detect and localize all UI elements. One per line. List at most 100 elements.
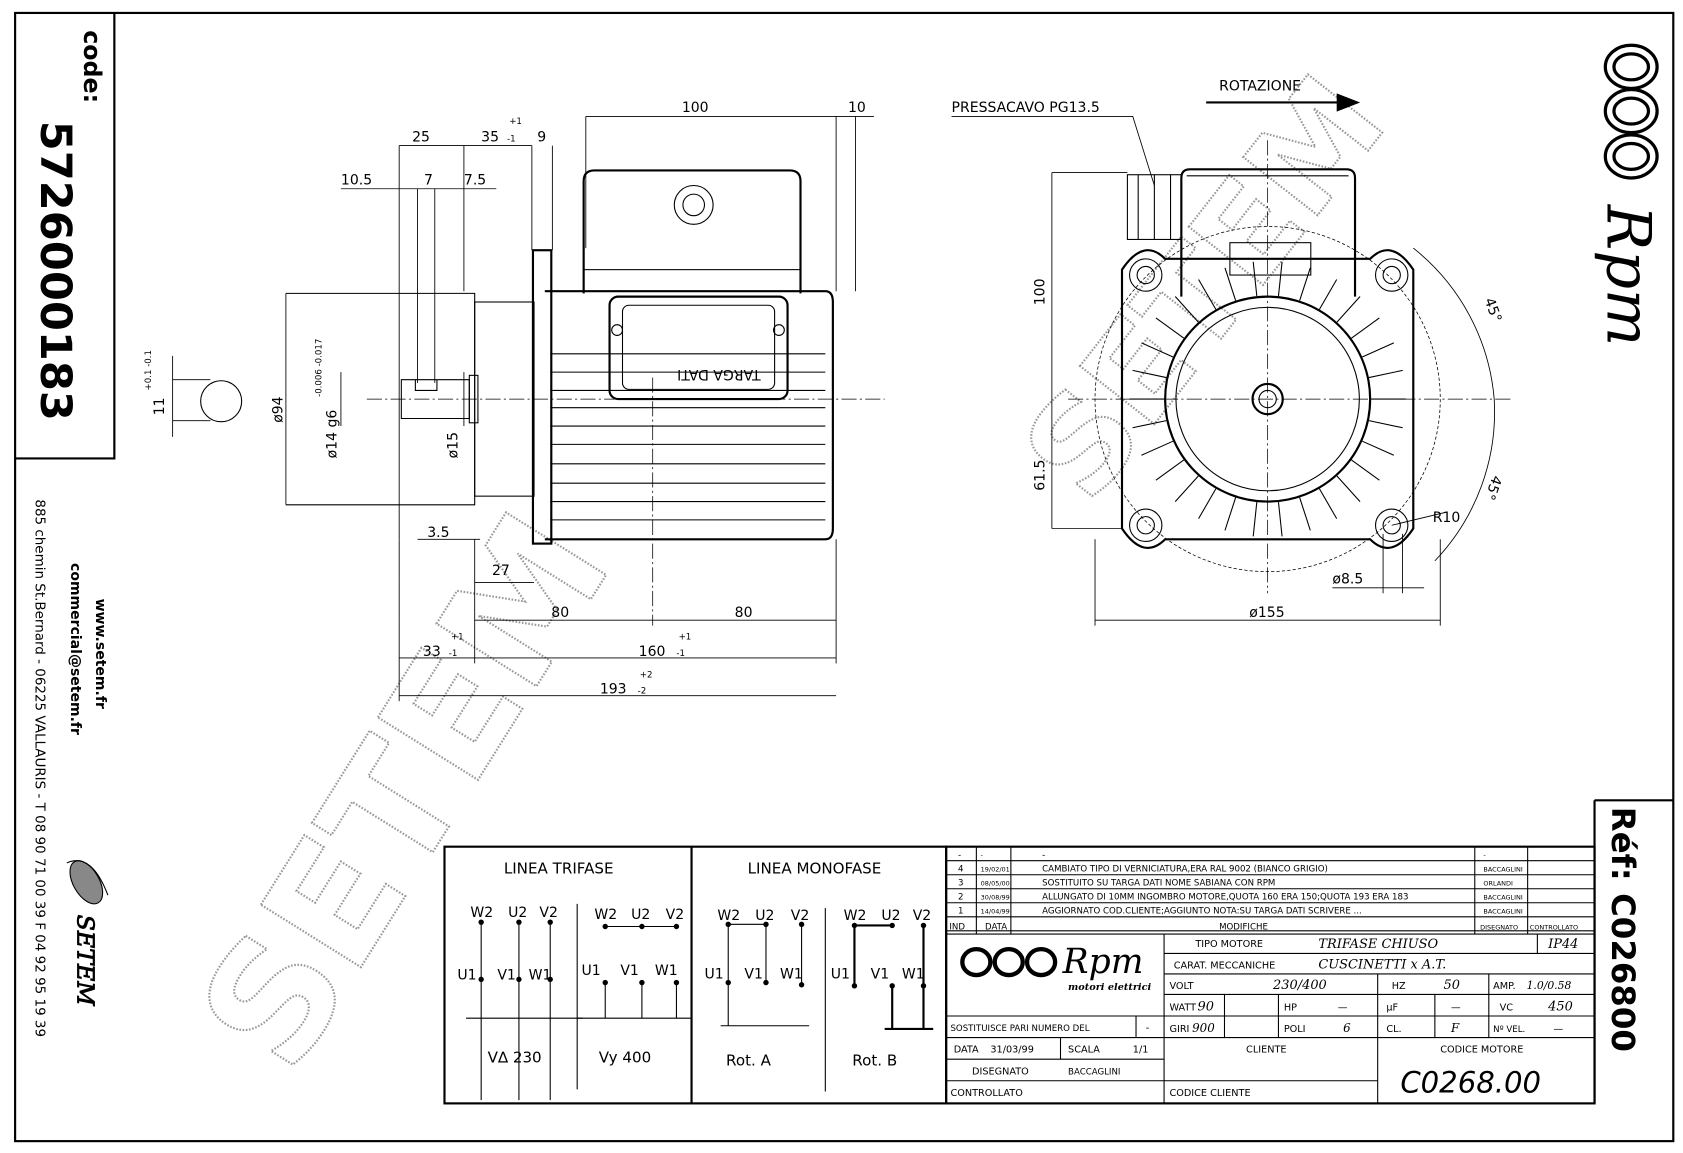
dim-dia155: ø155 (1249, 605, 1284, 621)
nameplate-label: TARGA DATI (677, 366, 761, 382)
hp-value: — (1338, 1003, 1348, 1014)
fin (1368, 420, 1403, 429)
watt-value: 90 (1198, 1000, 1214, 1015)
volt-value: 230/400 (1272, 978, 1327, 993)
trifase-title: LINEA TRIFASE (504, 860, 614, 878)
data-value: 31/03/99 (990, 1045, 1034, 1056)
dim-r10: R10 (1433, 510, 1461, 526)
fin (1351, 317, 1380, 339)
cable-gland-label: PRESSACAVO PG13.5 (952, 100, 1100, 116)
mounting-holes (1129, 258, 1409, 542)
dim-7: 7 (424, 172, 433, 188)
codice-motore-label: CODICE MOTORE (1440, 1045, 1523, 1056)
tipo-motore-label: TIPO MOTORE (1194, 939, 1263, 950)
fin (1277, 501, 1283, 537)
dim-10-5: 10.5 (341, 172, 372, 188)
dim-3-5: 3.5 (427, 525, 449, 541)
fin (1362, 440, 1395, 456)
monofase-title: LINEA MONOFASE (748, 860, 882, 878)
dim-193-tol-plus: +2 (640, 670, 653, 680)
fin (1277, 261, 1283, 297)
dim-height-100: 100 (1032, 278, 1048, 305)
cl-label: CL. (1386, 1024, 1401, 1035)
fin (1198, 279, 1217, 310)
fin (1368, 369, 1403, 379)
dim-dia15: ø15 (445, 432, 461, 458)
fin (1224, 267, 1237, 301)
terminal-bottom-label: V1 (497, 967, 516, 983)
codice-cliente-label: CODICE CLIENTE (1169, 1088, 1250, 1099)
rotation-arrow-icon (1206, 93, 1361, 112)
rev-by: ORLANDI (1483, 880, 1513, 888)
code-value: 5726000183 (30, 121, 80, 421)
rotation-label: ROTAZIONE (1219, 79, 1301, 95)
rpm-logo-text: Rpm (1592, 204, 1662, 346)
dim-key-11-tol: +0.1 -0.1 (144, 350, 154, 390)
dim-35-tol-plus: +1 (509, 117, 522, 127)
star-voltage-label: Vy 400 (599, 1048, 651, 1066)
terminal-bottom-label: V1 (744, 966, 763, 982)
cl-value: F (1450, 1021, 1460, 1035)
rev-ind: - (958, 850, 961, 860)
dim-hole-8-5: ø8.5 (1332, 572, 1363, 588)
terminal-top-label: U2 (631, 907, 650, 923)
rev-by: BACCAGLINI (1483, 894, 1522, 902)
terminal-bottom-label: W1 (780, 966, 803, 982)
rpm-logo: Rpm (1592, 43, 1662, 346)
drawing-border (14, 11, 1675, 1143)
giri-value: 900 (1192, 1021, 1215, 1035)
rev-ind: 2 (958, 893, 963, 903)
title-logo: Rpm motori elettrici (960, 942, 1152, 993)
hz-value: 50 (1443, 978, 1459, 993)
fin (1141, 342, 1174, 358)
terminal-top-label: W2 (594, 907, 617, 923)
rev-text: AGGIORNATO COD.CLIENTE;AGGIUNTO NOTA:SU … (1042, 907, 1362, 917)
dim-9: 9 (537, 129, 546, 145)
fin (1252, 501, 1258, 537)
uf-label: µF (1386, 1003, 1398, 1014)
fin (1299, 267, 1311, 301)
setem-logo-text: SETEM (72, 915, 100, 1007)
scala-value: 1/1 (1133, 1045, 1149, 1056)
side-view-dimensions: 100 10 25 35 +1 -1 9 10.5 7 7.5 ø94 ø14 … (144, 100, 866, 697)
rev-date: 08/05/00 (981, 880, 1010, 888)
fin (1132, 369, 1167, 379)
rev-header-controllato: CONTROLLATO (1530, 924, 1578, 932)
address-text: 885 chemin St.Bernard - 06225 VALLAURIS … (32, 499, 48, 1037)
dim-height-61-5: 61.5 (1032, 460, 1048, 491)
revision-row: ---- (958, 850, 1486, 860)
terminal-top-label: U2 (508, 905, 527, 921)
rev-text: SOSTITUITO SU TARGA DATI NOME SABIANA CO… (1042, 879, 1275, 889)
rotation-a-label: Rot. A (726, 1052, 772, 1070)
website-link[interactable]: www.setem.fr (92, 599, 108, 709)
terminal-bottom-label: W1 (655, 963, 678, 979)
dim-dia14-tol: -0.006 -0.017 (314, 339, 324, 397)
dim-angle-45-top: 45° (1481, 296, 1505, 325)
terminal-bottom-label: U1 (457, 967, 476, 983)
poli-label: POLI (1284, 1024, 1306, 1035)
dim-27: 27 (492, 563, 510, 579)
vc-value: 450 (1547, 1000, 1573, 1015)
dim-35: 35 (481, 129, 499, 145)
front-view-dimensions: 100 61.5 45° 45° R10 ø8.5 ø155 (1032, 278, 1504, 620)
carat-label: CARAT. MECCANICHE (1174, 961, 1275, 972)
email-link[interactable]: commercial@setem.fr (67, 563, 83, 735)
rev-header-disegnato: DISEGNATO (1480, 924, 1518, 932)
vc-label: VC (1500, 1003, 1514, 1014)
terminal-top-label: V2 (666, 907, 685, 923)
terminal-bottom-label: W1 (902, 966, 925, 982)
nvel-value: — (1554, 1024, 1564, 1035)
disegnato-value: BACCAGLINI (1068, 1067, 1120, 1077)
dim-80-right: 80 (735, 605, 753, 621)
scala-label: SCALA (1068, 1045, 1100, 1056)
rev-header-modifiche: MODIFICHE (1219, 923, 1268, 933)
title-logo-subtitle: motori elettrici (1068, 982, 1151, 993)
dim-33: 33 (423, 644, 441, 660)
code-label: code: (78, 30, 106, 103)
rev-date: 19/02/01 (981, 865, 1010, 873)
setem-logo: SETEM (66, 860, 109, 1007)
fin (1174, 475, 1199, 503)
fin (1318, 488, 1338, 519)
